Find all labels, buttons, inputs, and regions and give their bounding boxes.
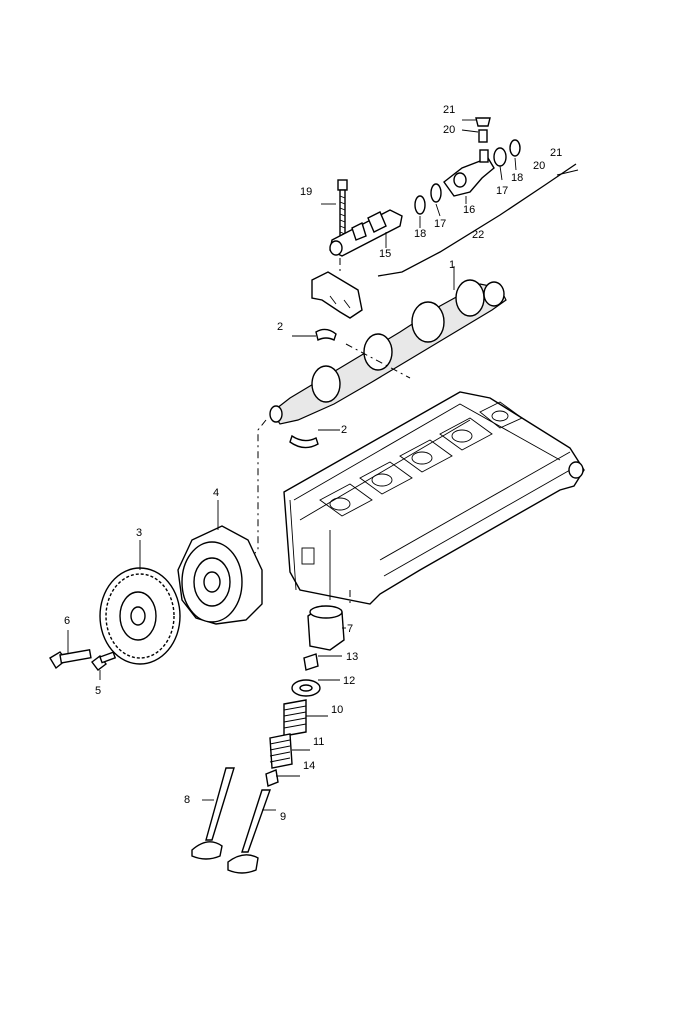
- rocker-arm-16: [443, 149, 495, 197]
- callout-9: 9: [280, 811, 286, 823]
- callout-5: 5: [95, 685, 101, 697]
- callout-4: 4: [213, 487, 219, 499]
- callout-10: 10: [331, 704, 343, 716]
- callout-16: 16: [463, 204, 475, 216]
- clip-18-left: [414, 195, 426, 215]
- callout-18-left: 18: [414, 228, 426, 240]
- valve-9: [227, 789, 271, 874]
- callout-17-left: 17: [434, 218, 446, 230]
- camshaft-1: [269, 279, 507, 425]
- valve-collet-13: [303, 653, 319, 671]
- callout-22: 22: [472, 229, 484, 241]
- pulley-4: [177, 525, 263, 625]
- washer-17-left: [430, 183, 442, 203]
- callout-20-right: 20: [533, 160, 545, 172]
- callout-2-lower: 2: [341, 424, 347, 436]
- outer-spring-10: [283, 699, 307, 737]
- callout-14: 14: [303, 760, 315, 772]
- callout-8: 8: [184, 794, 190, 806]
- bearing-shell-2-lower: [289, 434, 319, 449]
- callout-1: 1: [449, 259, 455, 271]
- leader-lines: [67, 119, 517, 811]
- valve-8: [191, 767, 235, 860]
- callout-20-upper: 20: [443, 124, 455, 136]
- assembly-bracket-line: [377, 163, 577, 277]
- bolt-5: [91, 651, 117, 671]
- callout-13: 13: [346, 651, 358, 663]
- callout-21-upper: 21: [443, 104, 455, 116]
- callout-11: 11: [313, 736, 324, 748]
- adjuster-20: [478, 129, 488, 143]
- sprocket-3: [99, 567, 181, 665]
- nut-21: [475, 117, 491, 127]
- callout-6: 6: [64, 615, 70, 627]
- cylinder-head: [283, 391, 585, 605]
- rocker-assembly: [329, 117, 579, 277]
- center-line-camshaft: [247, 419, 267, 561]
- bucket-tappet-7: [307, 605, 345, 651]
- callout-15: 15: [379, 248, 391, 260]
- callout-12: 12: [343, 675, 355, 687]
- bearing-shell-2-upper: [315, 328, 337, 342]
- callout-3: 3: [136, 527, 142, 539]
- callout-18-right: 18: [511, 172, 523, 184]
- camshaft-bearing-cap: [311, 258, 363, 319]
- clip-18-right: [509, 139, 521, 157]
- callout-7: 7: [347, 623, 353, 635]
- valve-stem-seal-14: [265, 769, 279, 787]
- callout-21-right: 21: [550, 147, 562, 159]
- inner-spring-11: [269, 733, 293, 769]
- callout-19: 19: [300, 186, 312, 198]
- bolt-6: [49, 648, 92, 670]
- washer-17-right: [493, 147, 507, 167]
- callout-17-right: 17: [496, 185, 508, 197]
- callout-2-upper: 2: [277, 321, 283, 333]
- rocker-shaft-15: [329, 209, 403, 257]
